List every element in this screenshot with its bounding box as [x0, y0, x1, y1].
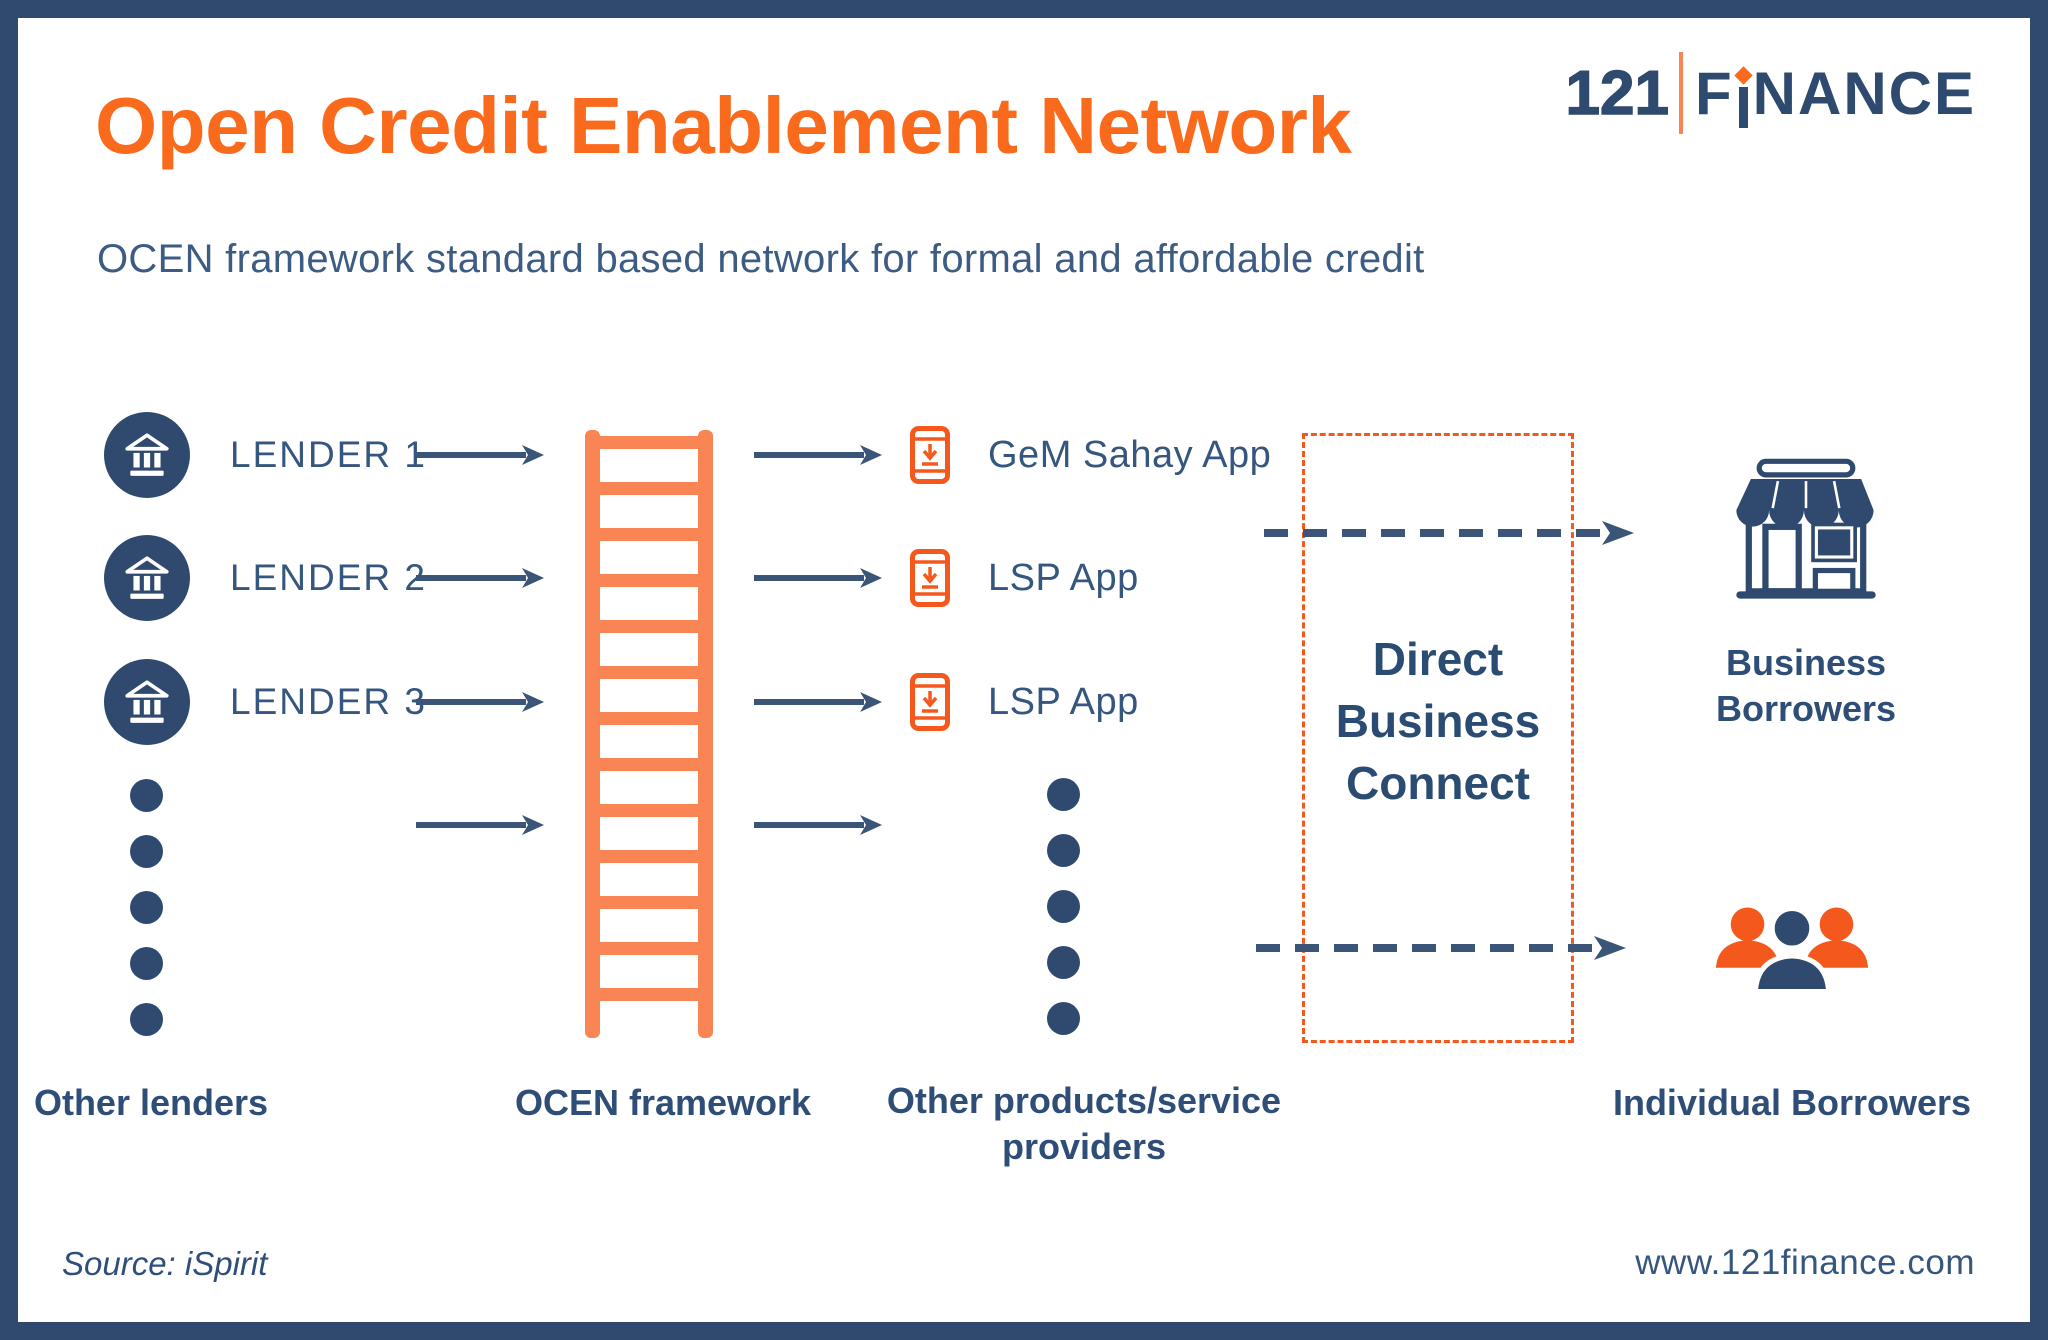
- app-label: GeM Sahay App: [988, 434, 1272, 476]
- ocen-framework-caption: OCEN framework: [514, 1082, 812, 1123]
- app-label: LSP App: [988, 681, 1139, 723]
- logo-name: F NANCE: [1695, 59, 1976, 128]
- arrow-right-icon: [416, 815, 544, 835]
- other-lenders-caption: Other lenders: [33, 1082, 269, 1123]
- logo-name-part1: F: [1695, 59, 1734, 127]
- ellipsis-dot: [1047, 890, 1080, 923]
- lender-label: LENDER 2: [230, 557, 427, 598]
- ellipsis-dot: [1047, 778, 1080, 811]
- page-title: Open Credit Enablement Network: [95, 81, 1352, 170]
- app-label: LSP App: [988, 557, 1139, 599]
- providers-caption: Other products/service providers: [879, 1078, 1289, 1170]
- dashed-arrow-right-icon: [1256, 936, 1626, 960]
- ellipsis-dot: [130, 835, 163, 868]
- ellipsis-dot: [1047, 946, 1080, 979]
- dbc-line1: Direct: [1372, 633, 1504, 685]
- bank-glyph: [125, 556, 169, 599]
- ellipsis-dot: [130, 891, 163, 924]
- business-borrowers-caption: Business Borrowers: [1715, 642, 1897, 729]
- logo-name-part2: NANCE: [1752, 59, 1976, 127]
- direct-business-connect-label: Direct Business Connect: [1302, 628, 1574, 814]
- providers-caption-line2: providers: [1001, 1126, 1167, 1167]
- bank-glyph: [125, 433, 169, 476]
- brand-logo: 121 F NANCE: [1565, 52, 1976, 134]
- people-group-icon: [1715, 906, 1869, 994]
- ellipsis-dot: [130, 947, 163, 980]
- website-url: www.121finance.com: [1635, 1243, 1975, 1282]
- storefront-icon: [1736, 458, 1876, 599]
- lender-label: LENDER 1: [230, 434, 427, 475]
- logo-i-glyph: [1733, 65, 1753, 128]
- dbc-line3: Connect: [1346, 757, 1530, 809]
- arrow-right-icon: [416, 692, 544, 712]
- ellipsis-dot: [1047, 834, 1080, 867]
- smartphone-download-icon: [910, 673, 950, 731]
- bank-icon: [104, 412, 190, 498]
- logo-i-stem: [1738, 86, 1748, 128]
- dashed-arrow-right-icon: [1264, 521, 1634, 545]
- arrow-right-icon: [754, 815, 882, 835]
- source-credit: Source: iSpirit: [62, 1245, 268, 1282]
- dbc-line2: Business: [1335, 695, 1541, 747]
- arrow-right-icon: [754, 568, 882, 588]
- direct-business-connect-box: [1302, 433, 1574, 1043]
- arrow-right-icon: [416, 445, 544, 465]
- logo-divider: [1679, 52, 1683, 134]
- providers-caption-line1: Other products/service: [886, 1080, 1282, 1121]
- smartphone-download-icon: [910, 426, 950, 484]
- bank-glyph: [125, 680, 169, 723]
- individual-borrowers-caption: Individual Borrowers: [1612, 1082, 1972, 1123]
- logo-number: 121: [1565, 58, 1670, 129]
- arrow-right-icon: [754, 445, 882, 465]
- page-subtitle: OCEN framework standard based network fo…: [97, 237, 1425, 281]
- ladder-icon: [585, 430, 713, 1038]
- lender-label: LENDER 3: [230, 681, 427, 722]
- arrow-right-icon: [754, 692, 882, 712]
- ellipsis-dot: [1047, 1002, 1080, 1035]
- arrow-right-icon: [416, 568, 544, 588]
- logo-i-diamond-icon: [1733, 65, 1753, 85]
- bank-icon: [104, 535, 190, 621]
- ellipsis-dot: [130, 779, 163, 812]
- smartphone-download-icon: [910, 549, 950, 607]
- bank-icon: [104, 659, 190, 745]
- ellipsis-dot: [130, 1003, 163, 1036]
